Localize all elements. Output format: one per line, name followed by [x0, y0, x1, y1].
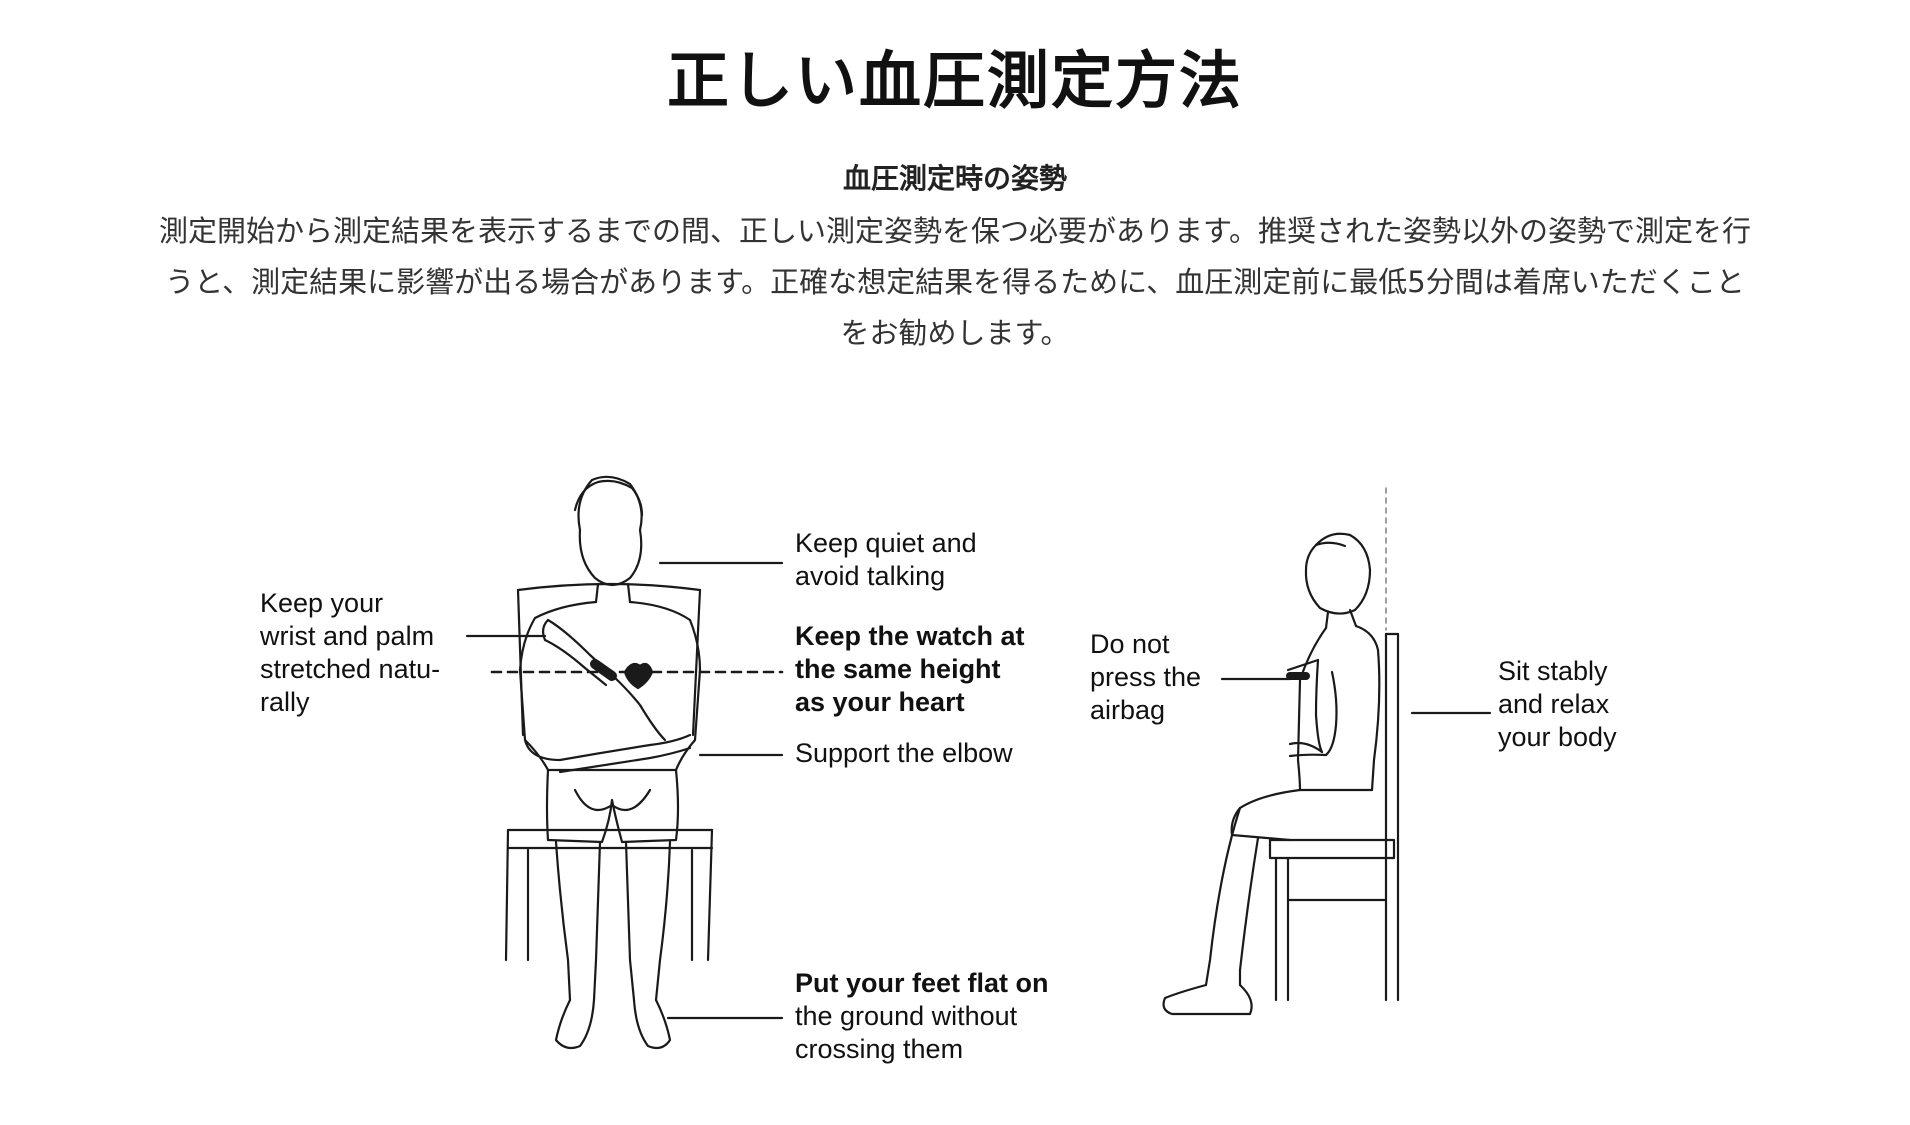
- label-support-elbow: Support the elbow: [795, 738, 1013, 768]
- label-sit-stably: Sit stably and relax your body: [1498, 656, 1617, 752]
- side-chair-drawing: [1268, 632, 1400, 1002]
- front-leader-lines: [465, 561, 784, 1020]
- intro-line: うと、測定結果に影響が出る場合があります。正確な想定結果を得るために、血圧測定前…: [165, 265, 1745, 299]
- side-leader-lines: [1220, 677, 1492, 715]
- intro-paragraph: 測定開始から測定結果を表示するまでの間、正しい測定姿勢を保つ必要があります。推奨…: [50, 206, 1860, 359]
- label-feet-flat: Put your feet flat on the ground without…: [795, 968, 1049, 1064]
- intro-line: 測定開始から測定結果を表示するまでの間、正しい測定姿勢を保つ必要があります。推奨…: [158, 214, 1752, 248]
- front-person-drawing: [518, 475, 702, 1050]
- label-wrist-palm: Keep your wrist and palm stretched natu-…: [260, 588, 441, 717]
- label-keep-quiet: Keep quiet and avoid talking: [795, 528, 977, 591]
- side-person-drawing: [1162, 532, 1381, 1016]
- label-watch-height: Keep the watch at the same height as you…: [795, 621, 1025, 717]
- intro-line: をお勧めします。: [840, 316, 1070, 350]
- front-chair-drawing: [504, 582, 714, 962]
- section-heading: 血圧測定時の姿勢: [842, 162, 1067, 195]
- label-airbag: Do not press the airbag: [1090, 629, 1202, 725]
- page-title: 正しい血圧測定方法: [666, 44, 1243, 117]
